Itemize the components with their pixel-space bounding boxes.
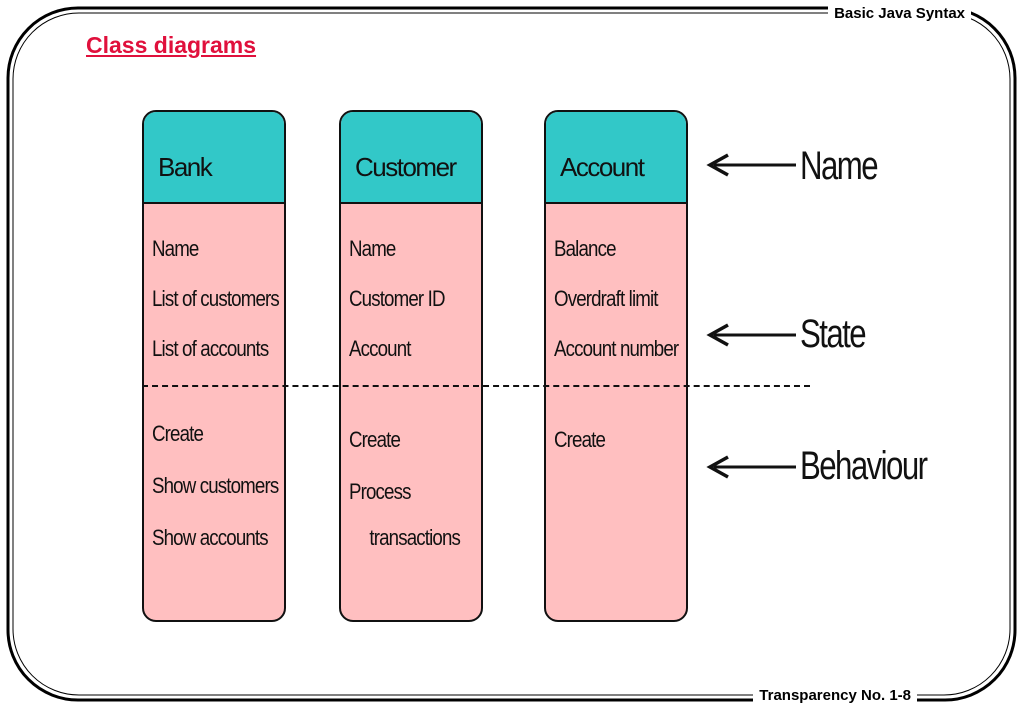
label-state: State <box>800 312 867 356</box>
attribute: Account <box>349 336 411 361</box>
label-behaviour: Behaviour <box>800 444 928 488</box>
operation-continuation: transactions <box>369 525 461 550</box>
attribute-list: Name Customer ID Account <box>349 224 479 374</box>
footer-text: Transparency No. 1-8 <box>753 687 917 704</box>
class-name: Account <box>546 112 686 204</box>
operation-list: Create Show customers Show accounts <box>152 408 282 564</box>
attribute: Overdraft limit <box>554 286 658 311</box>
attribute: List of accounts <box>152 336 269 361</box>
attribute: Account number <box>554 336 679 361</box>
header-title: Basic Java Syntax <box>828 5 971 22</box>
operation: Process <box>349 479 411 504</box>
operation: Show accounts <box>152 525 269 550</box>
operation: Create <box>349 427 401 452</box>
operation-list: Create <box>554 414 684 466</box>
attribute: List of customers <box>152 286 280 311</box>
class-name: Bank <box>144 112 284 204</box>
class-name: Customer <box>341 112 481 204</box>
class-box-bank: Bank Name List of customers List of acco… <box>142 110 286 622</box>
attribute: Balance <box>554 236 616 261</box>
class-box-account: Account Balance Overdraft limit Account … <box>544 110 688 622</box>
state-behaviour-divider <box>142 385 810 387</box>
arrow-left-icon <box>706 323 796 347</box>
attribute: Name <box>152 236 199 261</box>
attribute: Customer ID <box>349 286 445 311</box>
arrow-left-icon <box>706 153 796 177</box>
attribute: Name <box>349 236 396 261</box>
attribute-list: Name List of customers List of accounts <box>152 224 282 374</box>
attribute-list: Balance Overdraft limit Account number <box>554 224 684 374</box>
label-name: Name <box>800 144 879 188</box>
operation: Create <box>554 427 606 452</box>
arrow-left-icon <box>706 455 796 479</box>
slide-title: Class diagrams <box>86 32 257 58</box>
operation-list: Create Process transactions <box>349 414 479 564</box>
operation: Show customers <box>152 473 279 498</box>
class-box-customer: Customer Name Customer ID Account Create… <box>339 110 483 622</box>
operation: Create <box>152 421 204 446</box>
